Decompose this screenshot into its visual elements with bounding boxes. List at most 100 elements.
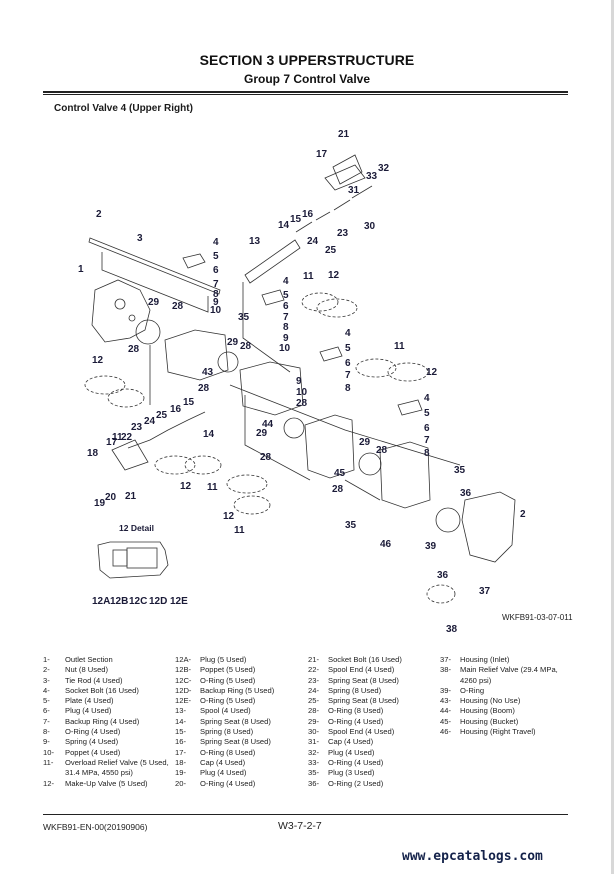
figure-title: Control Valve 4 (Upper Right) [54,103,193,114]
section-title: SECTION 3 UPPERSTRUCTURE [199,52,415,68]
callout: 46 [380,539,392,550]
part-number: 7- [43,716,50,726]
callout: 28 [332,484,344,495]
part-row: 30-Spool End (4 Used) [308,727,402,737]
part-row: 2-Nut (8 Used) [43,665,169,675]
part-row: 19-Plug (4 Used) [175,768,274,778]
part-number: 35- [308,768,319,778]
part-number: 24- [308,685,319,695]
part-row: 33- O-Ring (4 Used) [308,758,402,768]
part-number: 12D- [175,685,192,695]
callout: 6 [283,301,289,312]
part-row: 25-Spring Seat (8 Used) [308,696,402,706]
callout: 28 [376,445,388,456]
part-desc: Nut (8 Used) [65,665,109,675]
part-number: 16- [175,737,186,747]
part-row: 24-Spring (8 Used) [308,686,402,696]
watermark-link[interactable]: www.epcatalogs.com [402,849,543,864]
callout: 45 [334,468,346,479]
part-number: 32- [308,747,319,757]
part-desc: Backup Ring (5 Used) [200,685,275,695]
part-number: 10- [43,747,54,757]
part-row: 20-O-Ring (4 Used) [175,779,274,789]
part-desc: O-Ring (5 Used) [200,696,256,706]
part-number: 21- [308,655,319,664]
callout: 11 [394,341,405,352]
part-number: 33- [308,757,319,767]
callout: 33 [366,171,378,182]
part-number: 45- [440,716,451,726]
part-number: 17- [175,747,186,757]
callout: 28 [128,344,140,355]
part-row: 39-O-Ring [440,686,558,696]
part-row: 4-Socket Bolt (16 Used) [43,686,169,696]
callout: 12 [223,511,235,522]
callout: 30 [364,221,376,232]
callout: 15 [183,397,195,408]
part-row: 17-O-Ring (8 Used) [175,748,274,758]
part-desc: Housing (No Use) [460,696,521,706]
callout: 11 [303,271,314,282]
part-number: 44- [440,706,451,716]
callout: 9 [296,376,302,387]
part-number: 36- [308,778,319,788]
part-desc: Cap (4 Used) [200,757,246,767]
part-desc: Plug (3 Used) [328,768,375,778]
part-number: 28- [308,706,319,716]
detail-title: 12 Detail [119,523,154,533]
callout: 2 [520,509,526,520]
part-desc: Make-Up Valve (5 Used) [65,778,148,788]
callout: 24 [144,416,156,427]
callout: 38 [446,624,458,635]
callout: 29 [227,337,239,348]
part-number: 23- [308,675,319,685]
callout: 28 [198,383,210,394]
part-number: 46- [440,727,451,737]
part-row: 21-Socket Bolt (16 Used) [308,655,402,665]
part-number: 13- [175,706,186,716]
part-desc: Plug (4 Used) [328,747,375,757]
part-number: 1- [43,655,50,664]
part-desc: Spring Seat (8 Used) [200,737,271,747]
callout: 37 [479,586,491,597]
callout: 39 [425,541,437,552]
part-row: 7-Backup Ring (4 Used) [43,717,169,727]
callout: 28 [240,341,252,352]
part-desc: O-Ring (2 Used) [328,778,384,788]
part-desc: Poppet (4 Used) [65,747,121,757]
part-number: 22- [308,665,319,675]
part-desc: Spool (4 Used) [200,706,251,716]
document-code: WKFB91-EN-00(20190906) [43,822,148,832]
part-row: 6-Plug (4 Used) [43,706,169,716]
part-row: 12D- Backup Ring (5 Used) [175,686,274,696]
callout: 29 [148,297,160,308]
part-desc: O-Ring (4 Used) [328,757,384,767]
callout: 21 [338,129,350,140]
callout: 32 [378,163,390,174]
part-row: 36- O-Ring (2 Used) [308,779,402,789]
part-number: 14- [175,716,186,726]
detail-callout: 12B [110,596,128,607]
parts-list-column-4: 37-Housing (Inlet) 38-Main Relief Valve … [440,655,558,737]
callout: 10 [296,387,308,398]
callout: 4 [283,276,289,287]
callout: 24 [307,236,319,247]
callout: 9 [283,333,289,344]
page-edge [611,0,614,874]
exploded-diagram: 12 Detail 12A 12B 12C 12D 12E WKFB91-03-… [78,129,573,635]
part-desc: Spring (4 Used) [65,737,119,747]
detail-callout: 12D [149,596,167,607]
part-row: 35- Plug (3 Used) [308,768,402,778]
part-row: 15-Spring (8 Used) [175,727,274,737]
callout: 4 [213,237,219,248]
part-desc: O-Ring (4 Used) [65,727,121,737]
page-number: W3-7-2-7 [278,820,322,832]
callout: 25 [156,410,168,421]
part-desc: Poppet (5 Used) [200,665,256,675]
callout: 19 [94,498,106,509]
header-rule [43,91,568,95]
part-desc: Tie Rod (4 Used) [65,675,123,685]
callout: 5 [213,251,219,262]
callout: 25 [325,245,337,256]
callout: 5 [424,408,430,419]
